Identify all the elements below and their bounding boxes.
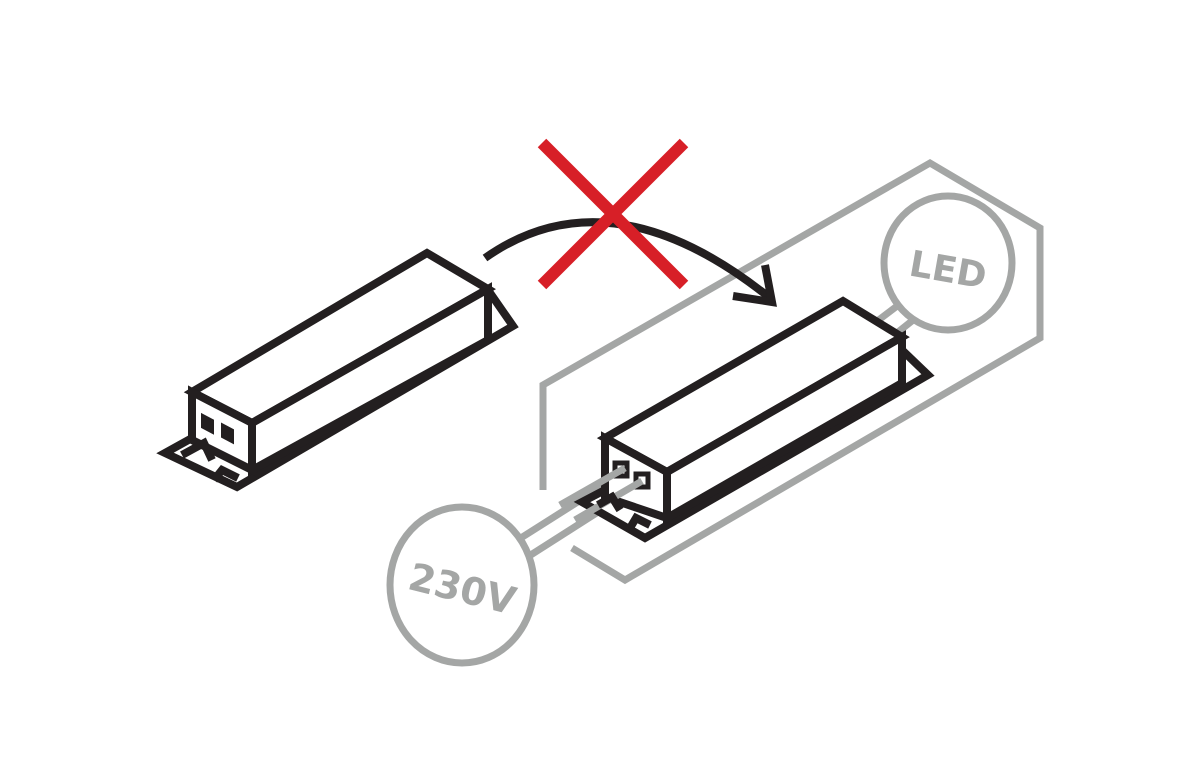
connector-slot — [201, 412, 214, 435]
prohibited-cross-icon — [537, 138, 689, 290]
led-circle — [880, 192, 1016, 334]
connector-slot — [221, 422, 234, 445]
enclosure-outline — [539, 158, 1044, 585]
old-driver — [156, 248, 519, 492]
new-driver — [558, 296, 935, 543]
voltage-circle — [386, 503, 538, 667]
